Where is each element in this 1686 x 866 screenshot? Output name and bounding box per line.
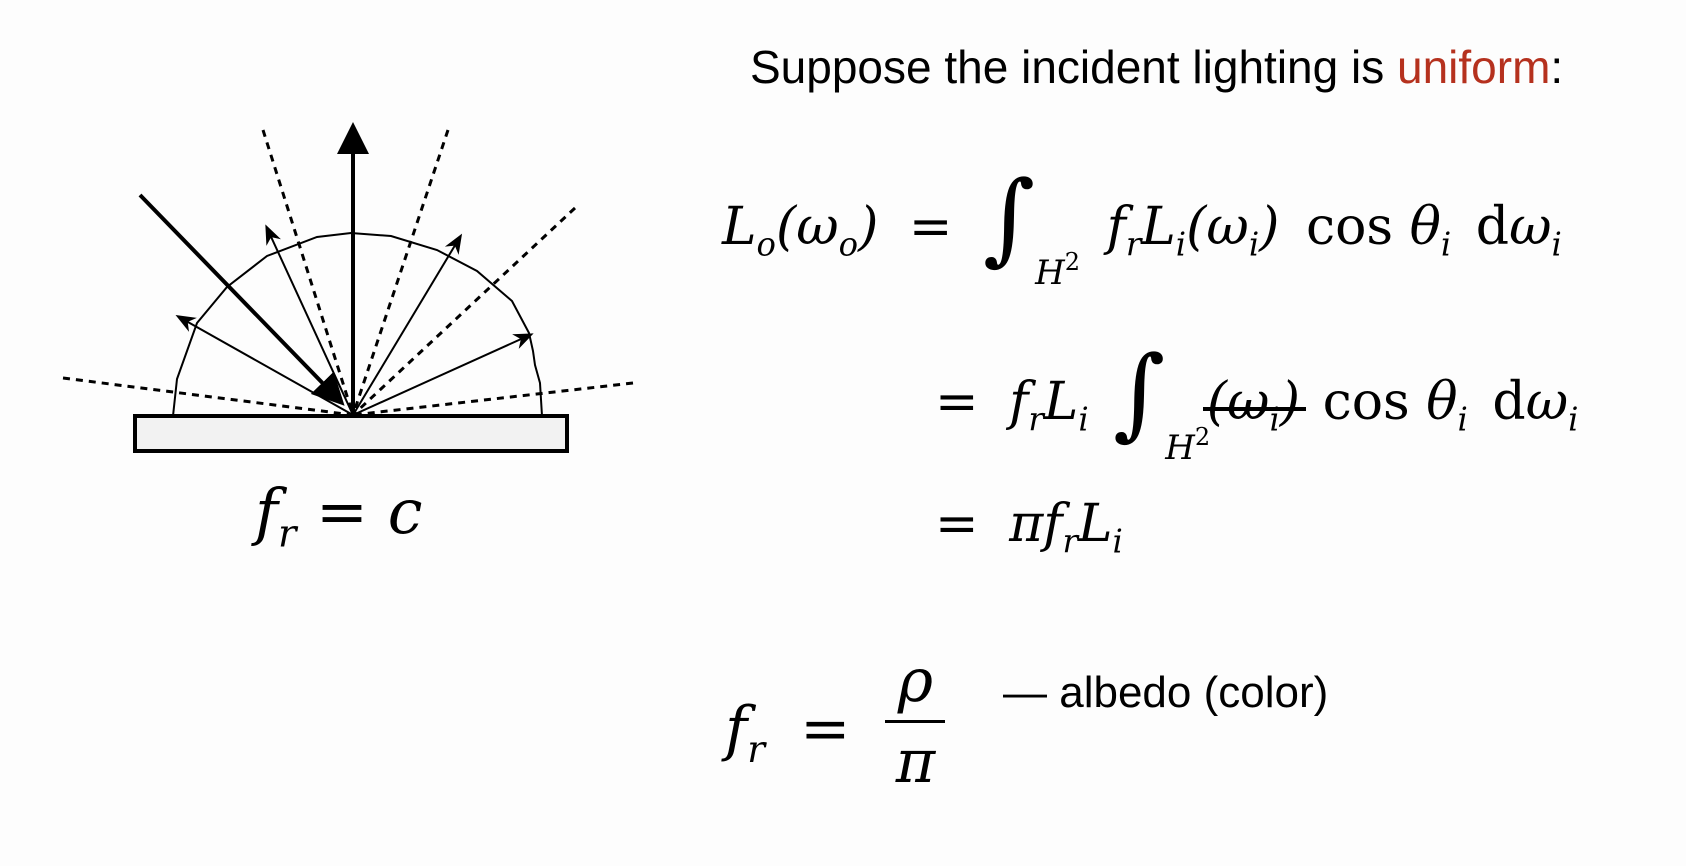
hemisphere-outline xyxy=(172,231,543,417)
integral-sign: ∫ xyxy=(983,159,1036,276)
diffuse-brdf-diagram xyxy=(62,122,634,453)
struck-out-term: (ωi) xyxy=(1202,372,1307,439)
equation-line-2: = frLi ∫H2 (ωi) cos θi dωi xyxy=(935,334,1579,468)
incident-arrow xyxy=(138,193,345,406)
dashed-rays xyxy=(62,129,634,417)
albedo-equation: fr = ρ π xyxy=(725,648,946,807)
equation-line-3: = πfrLi xyxy=(935,494,1123,561)
header-sentence: Suppose the incident lighting is uniform… xyxy=(750,40,1563,94)
albedo-fraction: ρ π xyxy=(885,648,946,795)
header-suffix: : xyxy=(1550,41,1564,93)
header-highlight: uniform xyxy=(1397,41,1551,93)
integral-sign: ∫ xyxy=(1113,334,1166,451)
header-prefix: Suppose the incident lighting is xyxy=(750,41,1397,93)
equation-line-1: Lo(ωo) = ∫H2 frLi(ωi) cos θi dωi xyxy=(722,159,1562,293)
diagram-caption: fr = c xyxy=(255,475,423,557)
surface-plate xyxy=(133,414,569,453)
albedo-note: — albedo (color) xyxy=(1003,668,1329,717)
